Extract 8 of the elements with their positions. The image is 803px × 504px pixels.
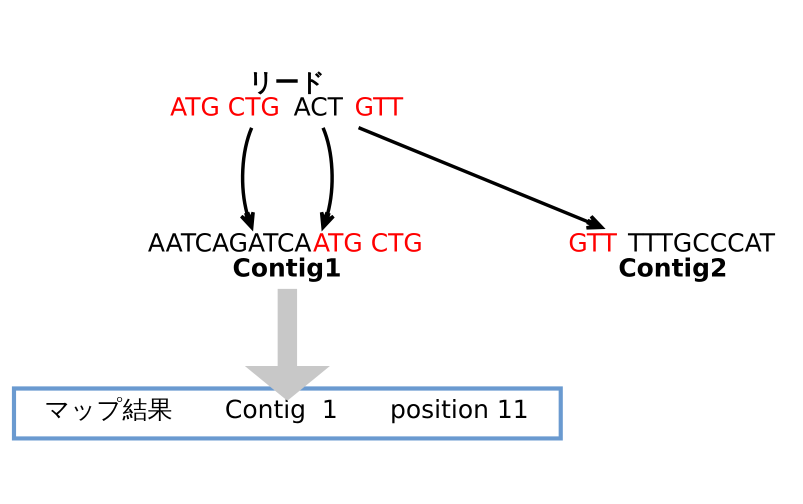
- arrow: [244, 288, 330, 400]
- arrow: [358, 126, 604, 230]
- node-text: AATCAGATCAATG CTG Contig1: [148, 228, 423, 282]
- node-box: マップ結果 Contig 1 position 11: [12, 386, 563, 440]
- node-text: リード ATG CTG ACT GTT: [170, 67, 404, 122]
- arrow: [240, 126, 255, 229]
- node-text: GTT TTTGCCCAT Contig2: [568, 228, 775, 282]
- arrow: [320, 126, 336, 229]
